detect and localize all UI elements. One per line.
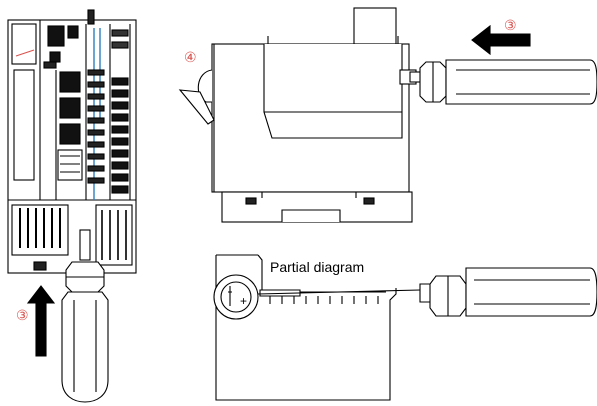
step-three-label-top: ③ bbox=[504, 18, 517, 34]
step-three-label-bottom: ③ bbox=[16, 308, 29, 324]
step-four-label: ④ bbox=[184, 50, 197, 66]
left-arrow bbox=[471, 24, 531, 56]
screwdriver-top bbox=[409, 59, 597, 105]
partial-diagram-caption: Partial diagram bbox=[270, 259, 364, 275]
up-arrow bbox=[26, 285, 56, 357]
battery-plus-sign: + bbox=[240, 294, 247, 308]
module-side-view bbox=[178, 7, 417, 223]
screwdriver-bottom-right bbox=[257, 267, 597, 317]
partial-view bbox=[213, 254, 397, 401]
module-front-view bbox=[7, 9, 137, 274]
screwdriver-bottom bbox=[61, 229, 109, 403]
